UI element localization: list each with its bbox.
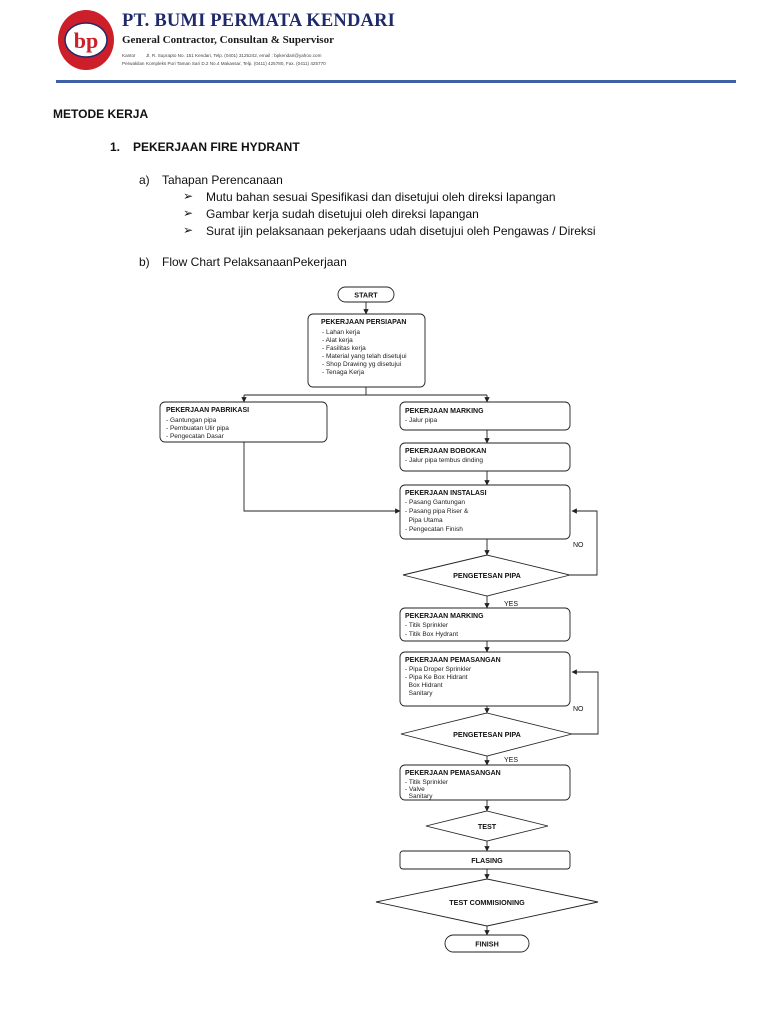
letterhead: bp PT. BUMI PERMATA KENDARI General Cont… — [56, 8, 395, 72]
address-text: Jl. R. Suprapto No. 151 Kendari, Telp. (… — [146, 53, 322, 58]
company-logo: bp — [58, 10, 114, 70]
flow-pemasangan-2: PEKERJAAN PEMASANGAN - Titik Sprinkler -… — [399, 764, 571, 801]
section-number: 1. — [110, 140, 121, 154]
company-tagline: General Contractor, Consultan & Supervis… — [122, 34, 334, 46]
flow-item: - Pengecatan Finish — [405, 526, 463, 533]
flow-item: Sanitary — [405, 690, 433, 697]
bullet-item: Mutu bahan sesuai Spesifikasi dan disetu… — [206, 190, 556, 204]
flow-item: - Titik Sprinkler — [405, 779, 449, 786]
flow-commisioning-label: TEST COMMISIONING — [449, 898, 525, 907]
flow-item: - Gantungan pipa — [166, 417, 217, 424]
section-title: PEKERJAAN FIRE HYDRANT — [133, 140, 300, 154]
flow-item: - Pipa Ke Box Hidrant — [405, 674, 468, 681]
flow-marking-1: PEKERJAAN MARKING - Jalur pipa — [399, 401, 571, 431]
flow-item: - Shop Drawing yg disetujui — [322, 361, 401, 368]
flow-persiapan-title: PEKERJAAN PERSIAPAN — [321, 319, 406, 326]
flow-pemasangan-2-title: PEKERJAAN PEMASANGAN — [405, 770, 501, 777]
flow-persiapan: PEKERJAAN PERSIAPAN - Lahan kerja - Alat… — [307, 313, 426, 388]
flow-item: Pipa Utama — [405, 517, 443, 524]
address-label: Perwakilan — [122, 61, 145, 66]
flow-item: Sanitary — [405, 793, 433, 800]
flow-yes-label: YES — [504, 757, 518, 764]
flow-flasing: FLASING — [399, 850, 571, 870]
flow-commisioning: TEST COMMISIONING — [375, 878, 599, 927]
flow-no-label: NO — [573, 706, 584, 713]
flow-start: START — [337, 286, 395, 303]
header-divider — [56, 80, 736, 83]
flow-pengetesan-1-label: PENGETESAN PIPA — [453, 571, 521, 580]
flow-bobokan-title: PEKERJAAN BOBOKAN — [405, 448, 486, 455]
flow-marking-2: PEKERJAAN MARKING - Titik Sprinkler - Ti… — [399, 607, 571, 642]
flow-pengetesan-2: PENGETESAN PIPA — [400, 712, 573, 757]
flow-pengetesan-2-label: PENGETESAN PIPA — [453, 730, 521, 739]
flow-finish-label: FINISH — [475, 940, 499, 949]
flow-no-label: NO — [573, 542, 584, 549]
flow-item: - Alat kerja — [322, 337, 353, 344]
flow-item: - Jalur pipa — [405, 417, 438, 424]
address-label: Kantor — [122, 53, 136, 58]
flow-item: - Valve — [405, 786, 425, 793]
subsection-b-letter: b) — [139, 255, 150, 269]
address-text: Kompleks Puri Taman Sari D.2 No.4 Makass… — [146, 61, 326, 66]
flow-instalasi-title: PEKERJAAN INSTALASI — [405, 490, 487, 497]
flow-item: - Titik Sprinkler — [405, 622, 449, 629]
flow-pengetesan-1: PENGETESAN PIPA — [402, 554, 571, 597]
flow-item: - Pipa Droper Sprinkler — [405, 666, 472, 673]
bullet-item: Gambar kerja sudah disetujui oleh direks… — [206, 207, 479, 221]
bullet-arrow-icon: ➢ — [183, 189, 194, 203]
flow-pemasangan-1: PEKERJAAN PEMASANGAN - Pipa Droper Sprin… — [399, 651, 571, 707]
flow-marking-1-title: PEKERJAAN MARKING — [405, 408, 484, 415]
flow-item: - Pasang Gantungan — [405, 499, 465, 506]
flow-flasing-label: FLASING — [471, 856, 503, 865]
subsection-b-title: Flow Chart PelaksanaanPekerjaan — [162, 255, 347, 269]
subsection-a-title: Tahapan Perencanaan — [162, 173, 283, 187]
flow-bobokan: PEKERJAAN BOBOKAN - Jalur pipa tembus di… — [399, 442, 571, 472]
flow-item: - Material yang telah disetujui — [322, 353, 407, 360]
bullet-item: Surat ijin pelaksanaan pekerjaans udah d… — [206, 224, 596, 238]
subsection-a-letter: a) — [139, 173, 150, 187]
bullet-arrow-icon: ➢ — [183, 223, 194, 237]
address-office: Kantor Jl. R. Suprapto No. 151 Kendari, T… — [122, 53, 321, 58]
flow-item: - Pembuatan Ulir pipa — [166, 425, 229, 432]
flow-item: Box Hidrant — [405, 682, 443, 689]
flow-item: - Titik Box Hydrant — [405, 631, 458, 638]
flow-start-label: START — [354, 291, 378, 300]
flow-finish: FINISH — [444, 934, 530, 953]
flowchart-connectors — [241, 302, 599, 936]
bullet-arrow-icon: ➢ — [183, 206, 194, 220]
page-heading: METODE KERJA — [53, 107, 149, 121]
flow-pabrikasi-title: PEKERJAAN PABRIKASI — [166, 407, 249, 414]
logo-text: bp — [74, 28, 98, 53]
flow-item: - Tenaga Kerja — [322, 369, 365, 376]
flow-test: TEST — [425, 810, 549, 842]
flow-item: - Pengecatan Dasar — [166, 433, 225, 440]
flow-item: - Pasang pipa Riser & — [405, 508, 469, 515]
flow-item: - Lahan kerja — [322, 329, 360, 336]
flow-yes-label: YES — [504, 601, 518, 608]
flow-test-label: TEST — [478, 822, 497, 831]
flow-instalasi: PEKERJAAN INSTALASI - Pasang Gantungan -… — [399, 484, 571, 540]
flow-item: - Jalur pipa tembus dinding — [405, 457, 483, 464]
flow-item: - Fasilitas kerja — [322, 345, 366, 352]
flow-pabrikasi: PEKERJAAN PABRIKASI - Gantungan pipa - P… — [159, 401, 328, 443]
company-name: PT. BUMI PERMATA KENDARI — [122, 11, 396, 31]
flow-marking-2-title: PEKERJAAN MARKING — [405, 613, 484, 620]
flow-pemasangan-1-title: PEKERJAAN PEMASANGAN — [405, 657, 501, 664]
